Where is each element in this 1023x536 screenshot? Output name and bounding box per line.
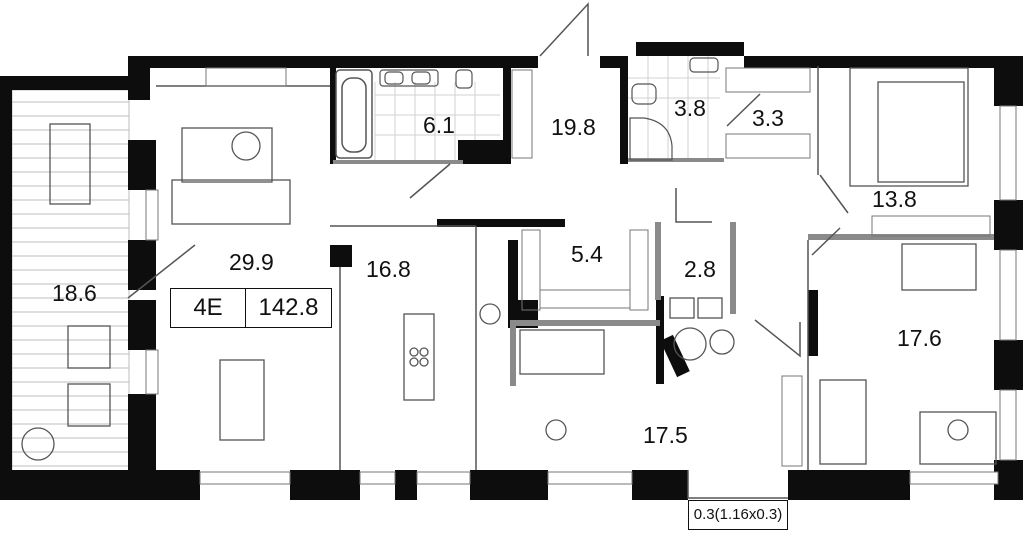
partitions bbox=[333, 158, 994, 386]
sinks bbox=[379, 57, 719, 161]
room-area-laundry: 2.8 bbox=[684, 256, 716, 282]
terrace-deck bbox=[11, 89, 130, 476]
room-area-bedroom-master: 13.8 bbox=[872, 186, 917, 212]
apartment-badge: 4E 142.8 bbox=[170, 288, 332, 328]
wardrobes bbox=[205, 67, 991, 467]
room-area-shower-room: 3.8 bbox=[674, 95, 706, 121]
room-area-bathroom: 6.1 bbox=[423, 112, 455, 138]
windows bbox=[145, 105, 1017, 485]
room-area-kitchen: 16.8 bbox=[366, 256, 411, 282]
bathtub bbox=[335, 69, 373, 159]
balcony-note: 0.3(1.16x0.3) bbox=[688, 500, 788, 530]
room-area-bedroom-2: 17.6 bbox=[897, 325, 942, 351]
apartment-total-area: 142.8 bbox=[258, 294, 319, 321]
room-area-terrace: 18.6 bbox=[52, 280, 97, 306]
room-area-bedroom-3: 17.5 bbox=[643, 422, 688, 448]
room-area-hall: 19.8 bbox=[551, 114, 596, 140]
room-area-living-dining: 29.9 bbox=[229, 249, 274, 275]
bathroom-tiles bbox=[374, 55, 720, 160]
apartment-code: 4E bbox=[171, 289, 246, 327]
walls bbox=[0, 42, 1023, 500]
furniture bbox=[21, 67, 997, 465]
room-area-wardrobe-1: 3.3 bbox=[752, 105, 784, 131]
room-area-wardrobe-2: 5.4 bbox=[571, 241, 603, 267]
